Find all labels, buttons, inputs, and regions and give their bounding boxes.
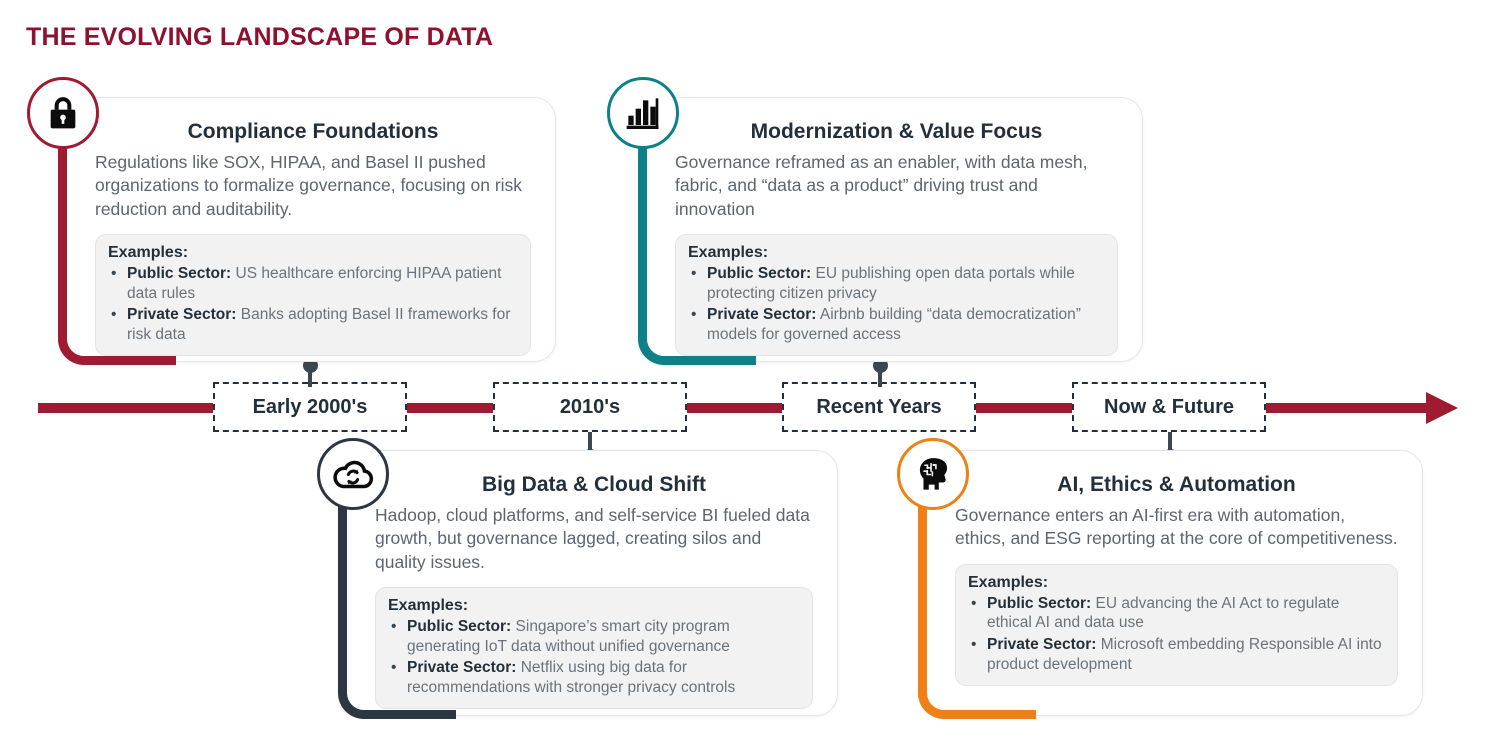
- bullet-icon: •: [111, 306, 117, 324]
- card-title: Compliance Foundations: [187, 120, 439, 143]
- example-sector: Private Sector:: [707, 306, 817, 324]
- card-description: Regulations like SOX, HIPAA, and Basel I…: [95, 152, 523, 219]
- era-marker-early-2000s[interactable]: Early 2000's: [213, 382, 407, 432]
- example-text: Airbnb building “data democratization” m…: [707, 306, 1081, 344]
- example-sector: Public Sector:: [987, 594, 1092, 612]
- timeline-line: [38, 403, 1448, 413]
- timeline-card-compliance-foundations[interactable]: Compliance Foundations Regulations like …: [58, 97, 556, 362]
- example-sector: Private Sector:: [987, 636, 1097, 654]
- page-title: THE EVOLVING LANDSCAPE OF DATA: [26, 23, 494, 51]
- example-text: EU advancing the AI Act to regulate ethi…: [987, 594, 1340, 632]
- bullet-icon: •: [691, 264, 697, 282]
- era-label: 2010's: [559, 395, 621, 418]
- bullet-icon: •: [691, 306, 697, 324]
- example-sector: Public Sector:: [127, 264, 232, 282]
- card-title: Modernization & Value Focus: [750, 120, 1043, 143]
- example-text: US healthcare enforcing HIPAA patient da…: [127, 264, 502, 302]
- example-sector: Public Sector:: [407, 617, 512, 635]
- card-description: Governance reframed as an enabler, with …: [675, 152, 1088, 219]
- timeline-axis: Early 2000's 2010's Recent Years Now & F…: [0, 382, 1500, 434]
- connector-stem-card-3: [588, 432, 592, 454]
- example-text: Microsoft embedding Responsible AI into …: [987, 636, 1382, 674]
- example-item: • Private Sector: Banks adopting Basel I…: [108, 305, 518, 345]
- connector-stem-card-4: [1168, 432, 1172, 454]
- card-description: Hadoop, cloud platforms, and self-servic…: [375, 505, 810, 572]
- examples-box: Examples: • Public Sector: Singapore’s s…: [375, 586, 813, 710]
- card-title: Big Data & Cloud Shift: [482, 473, 706, 496]
- bullet-icon: •: [111, 264, 117, 282]
- example-sector: Private Sector:: [127, 306, 237, 324]
- card-title: AI, Ethics & Automation: [1057, 473, 1296, 496]
- example-item: • Private Sector: Microsoft embedding Re…: [968, 635, 1385, 675]
- example-text: Banks adopting Basel II frameworks for r…: [127, 306, 511, 344]
- connector-stem-card-2: [878, 365, 882, 387]
- examples-label: Examples:: [968, 573, 1049, 591]
- connector-stem-card-1: [308, 365, 312, 387]
- bar-chart-icon: [607, 77, 679, 149]
- example-item: • Private Sector: Netflix using big data…: [388, 658, 800, 698]
- examples-label: Examples:: [688, 243, 769, 261]
- example-sector: Private Sector:: [407, 659, 517, 677]
- ai-head-icon: [897, 438, 969, 510]
- example-item: • Public Sector: EU publishing open data…: [688, 264, 1105, 304]
- examples-list: • Public Sector: Singapore’s smart city …: [388, 617, 800, 698]
- example-item: • Public Sector: US healthcare enforcing…: [108, 264, 518, 304]
- examples-list: • Public Sector: EU publishing open data…: [688, 264, 1105, 345]
- example-item: • Private Sector: Airbnb building “data …: [688, 305, 1105, 345]
- examples-box: Examples: • Public Sector: US healthcare…: [95, 233, 531, 357]
- examples-box: Examples: • Public Sector: EU publishing…: [675, 233, 1118, 357]
- examples-list: • Public Sector: EU advancing the AI Act…: [968, 594, 1385, 675]
- era-label: Now & Future: [1104, 395, 1234, 418]
- example-sector: Public Sector:: [707, 264, 812, 282]
- timeline-card-modernization-value-focus[interactable]: Modernization & Value Focus Governance r…: [638, 97, 1143, 362]
- timeline-arrow-icon: [1426, 392, 1458, 424]
- lock-icon: [27, 77, 99, 149]
- examples-list: • Public Sector: US healthcare enforcing…: [108, 264, 518, 345]
- examples-label: Examples:: [388, 596, 469, 614]
- example-text: Singapore’s smart city program generatin…: [407, 617, 730, 655]
- example-item: • Public Sector: EU advancing the AI Act…: [968, 594, 1385, 634]
- era-label: Early 2000's: [252, 395, 368, 418]
- card-description: Governance enters an AI-first era with a…: [955, 505, 1398, 549]
- era-marker-recent-years[interactable]: Recent Years: [782, 382, 976, 432]
- examples-box: Examples: • Public Sector: EU advancing …: [955, 563, 1398, 686]
- timeline-card-big-data-cloud-shift[interactable]: Big Data & Cloud Shift Hadoop, cloud pla…: [338, 450, 838, 716]
- era-marker-now-future[interactable]: Now & Future: [1072, 382, 1266, 432]
- example-text: EU publishing open data portals while pr…: [707, 264, 1075, 302]
- example-item: • Public Sector: Singapore’s smart city …: [388, 617, 800, 657]
- examples-label: Examples:: [108, 243, 189, 261]
- bullet-icon: •: [971, 594, 977, 612]
- bullet-icon: •: [391, 659, 397, 677]
- bullet-icon: •: [971, 636, 977, 654]
- example-text: Netflix using big data for recommendatio…: [407, 659, 736, 697]
- bullet-icon: •: [391, 617, 397, 635]
- cloud-sync-icon: [317, 438, 389, 510]
- era-marker-2010s[interactable]: 2010's: [493, 382, 687, 432]
- timeline-card-ai-ethics-automation[interactable]: AI, Ethics & Automation Governance enter…: [918, 450, 1423, 716]
- era-label: Recent Years: [816, 395, 942, 418]
